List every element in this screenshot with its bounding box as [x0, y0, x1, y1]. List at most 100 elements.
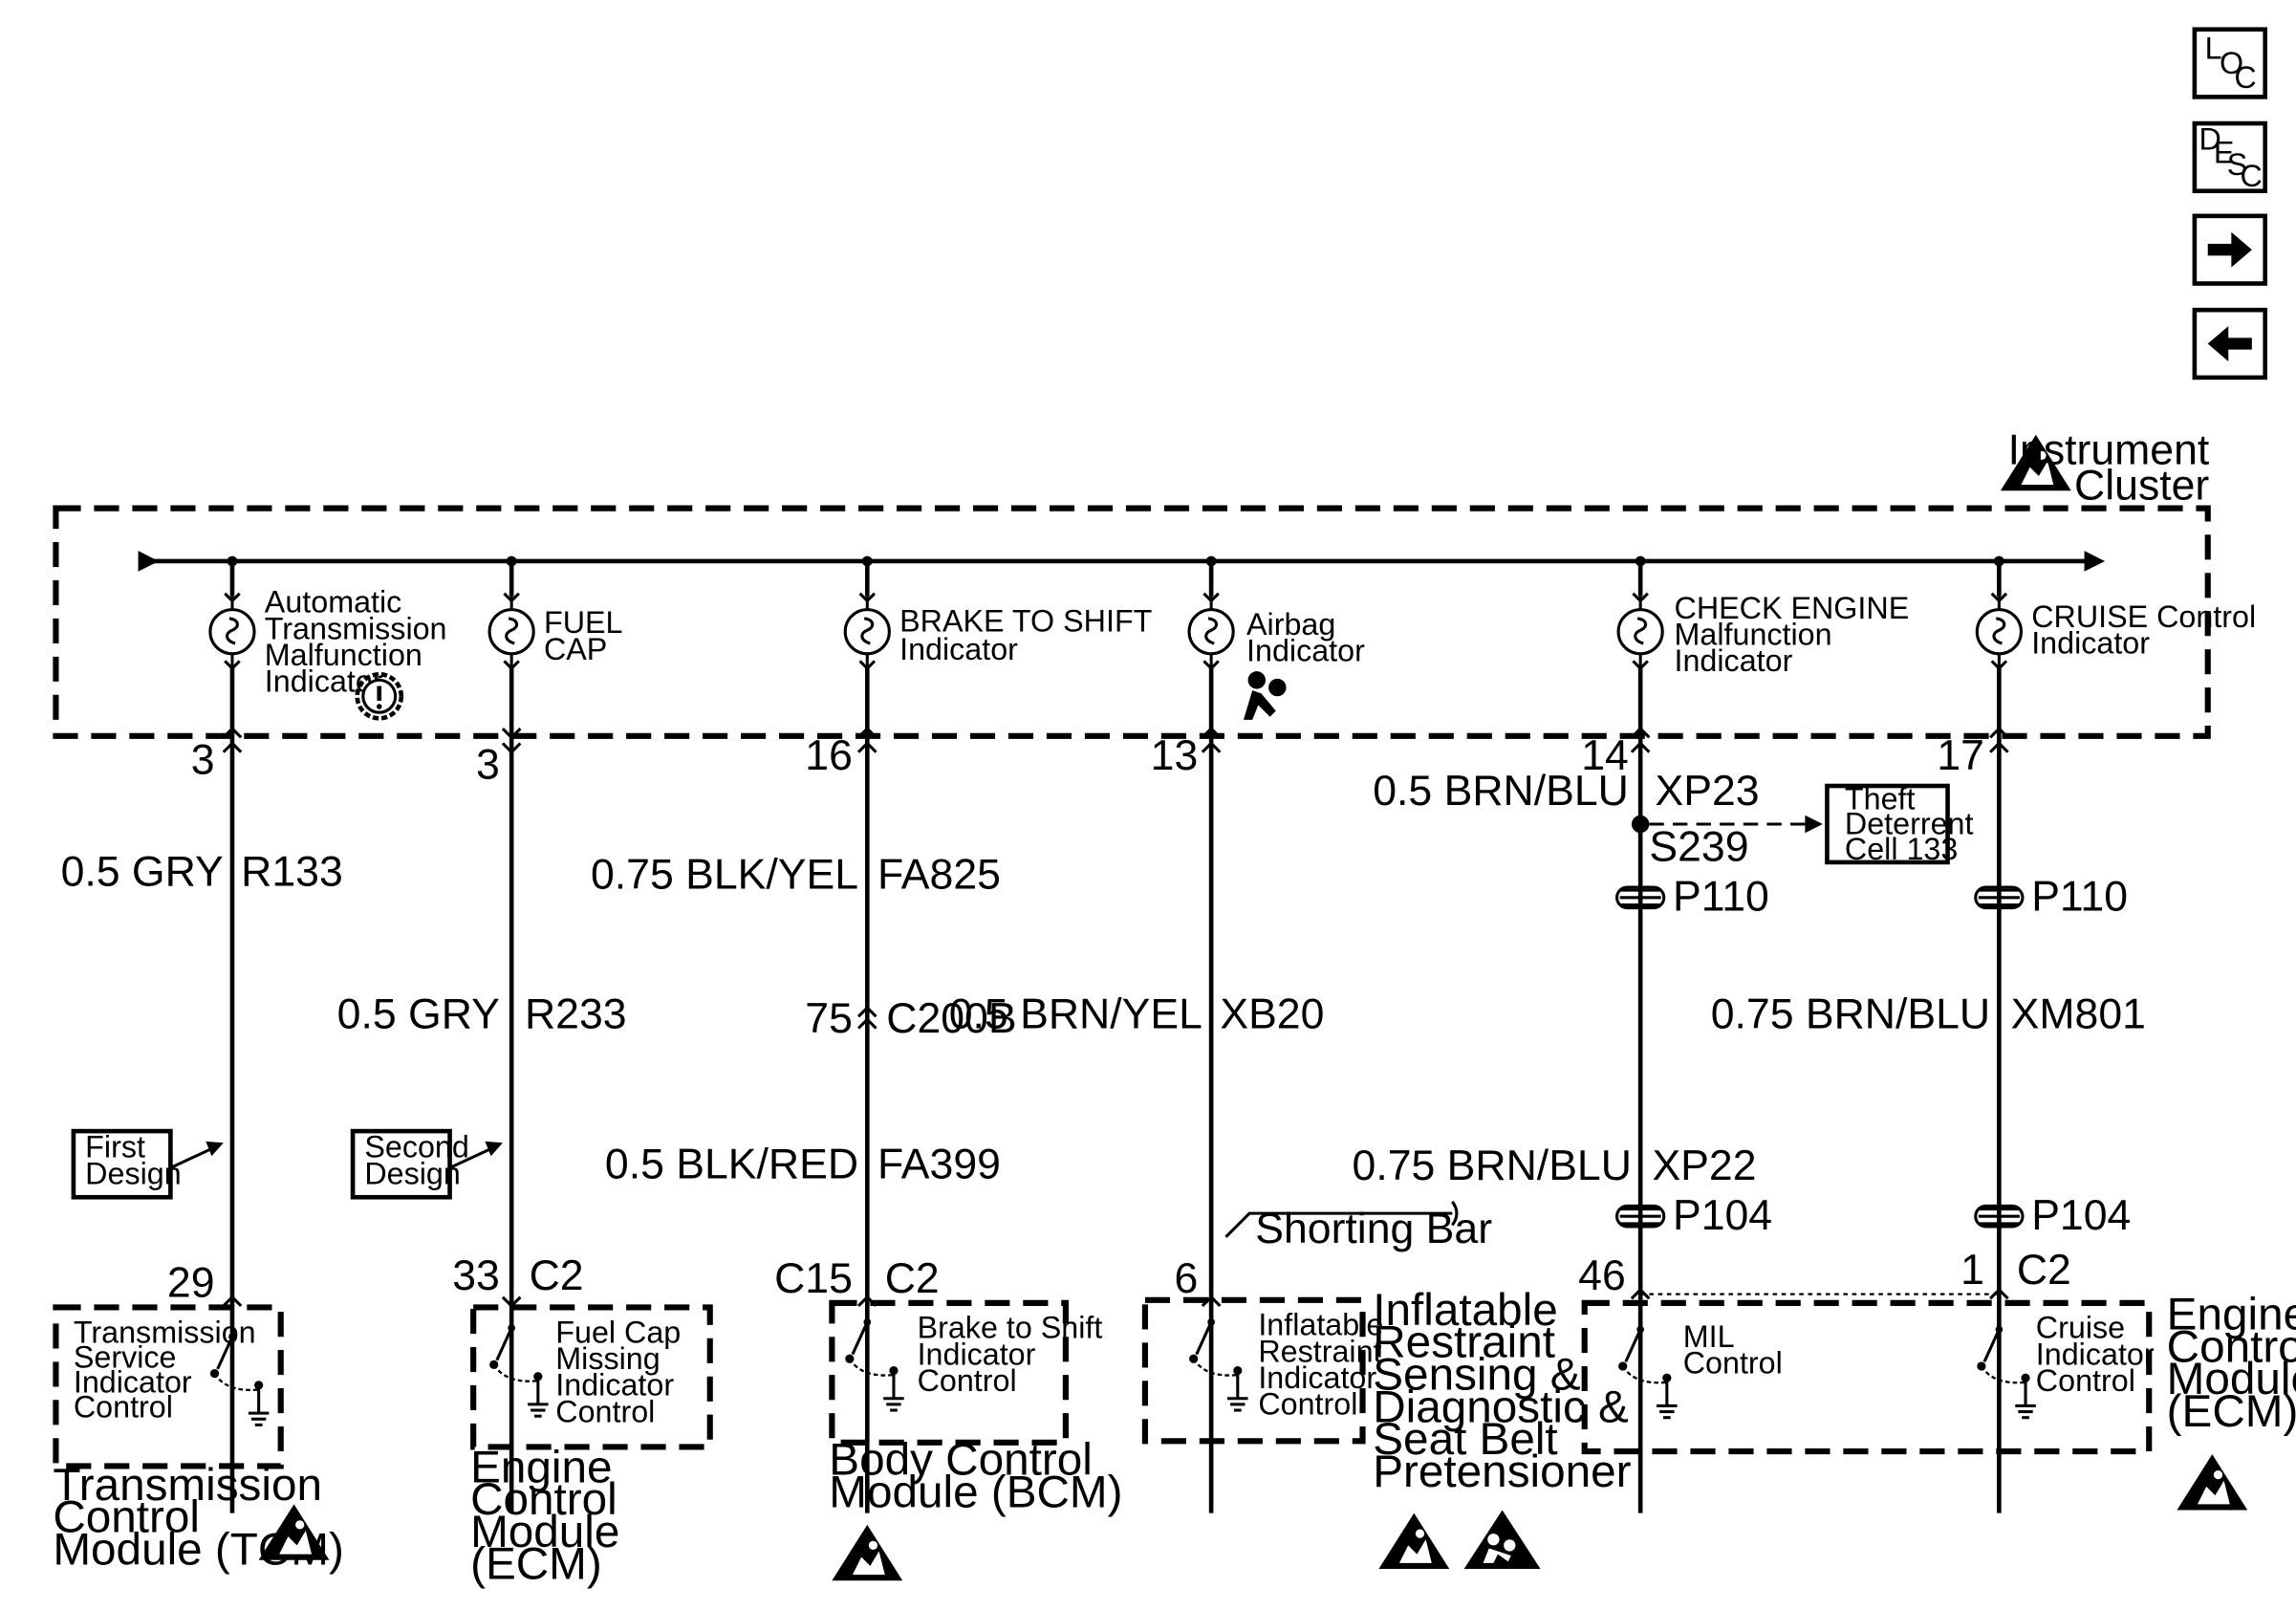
module-label: Restraint — [1373, 1317, 1555, 1368]
cruise-switch-icon — [1975, 1324, 2038, 1420]
wire-color-label: 0.5 BRN/BLU — [1373, 768, 1629, 815]
splice-label: S239 — [1649, 823, 1748, 870]
instrument-cluster-box — [53, 505, 2211, 739]
control-label: Control — [555, 1394, 655, 1428]
prev-button[interactable] — [2192, 307, 2268, 381]
wire-color-label: 0.5 BRN/YEL — [949, 991, 1202, 1038]
shorting-bar — [1224, 1200, 1459, 1238]
wire-color-label: 0.5 BLK/RED — [605, 1141, 858, 1187]
instrument-cluster-label-2: Cluster — [2074, 462, 2209, 509]
theft-deterrent-box[interactable]: Theft Deterrent Cell 133 — [1825, 782, 1974, 866]
control-label: Brake to Shift — [918, 1311, 1103, 1345]
shorting-bar-label: Shorting Bar — [1255, 1206, 1492, 1252]
control-label: Indicator — [2036, 1337, 2155, 1371]
indicator-label: Airbag — [1246, 607, 1335, 642]
p104-connector-right — [1974, 1204, 2025, 1229]
control-label: MIL — [1683, 1319, 1735, 1354]
control-label: Missing — [555, 1341, 660, 1376]
circuit-label: FA399 — [877, 1141, 1001, 1187]
pin-number: 13 — [1151, 732, 1199, 779]
indicator-label: Indicator — [2031, 626, 2150, 661]
module-label: Control — [53, 1492, 200, 1543]
bcm-module-box — [829, 1299, 1069, 1446]
connector-label: P110 — [1673, 874, 1769, 921]
control-label: Control — [1258, 1387, 1357, 1422]
arrow-right-icon — [2207, 231, 2252, 268]
p104-connector-left — [1615, 1204, 1666, 1229]
circuit-label: FA825 — [877, 852, 1001, 899]
indicator-cruise-control — [1975, 555, 2023, 1513]
control-label: Cruise — [2036, 1311, 2125, 1345]
circuit-label: XB20 — [1220, 991, 1324, 1038]
pin-number: 46 — [1578, 1252, 1626, 1299]
control-label: Control — [1683, 1346, 1783, 1381]
module-label: Control — [470, 1474, 617, 1525]
loc-letter-c: C — [2234, 60, 2256, 95]
sdm-module-box — [1141, 1296, 1366, 1445]
module-label: Body Control — [829, 1435, 1093, 1486]
airbag-warning-icon — [1463, 1510, 1541, 1569]
desc-letter-d: D — [2199, 122, 2221, 157]
theft-deterrent-label: Deterrent — [1845, 807, 1974, 841]
indicator-label: Indicator — [1675, 643, 1793, 678]
pin-number: 29 — [167, 1260, 215, 1307]
control-label: Control — [2036, 1363, 2135, 1398]
splice-s239 — [1631, 815, 1650, 834]
control-label: Restraint — [1258, 1334, 1381, 1368]
desc-letter-e: E — [2214, 136, 2235, 170]
desc-letter-c: C — [2241, 159, 2263, 193]
c200b-connector — [856, 1005, 877, 1030]
pin-number: 6 — [1174, 1255, 1198, 1302]
loc-letter-l: L — [2205, 31, 2222, 65]
arrow-left-icon — [2207, 326, 2252, 361]
loc-button[interactable]: L O C — [2192, 27, 2268, 99]
control-label: Indicator — [555, 1368, 674, 1403]
next-button[interactable] — [2192, 213, 2268, 286]
pin-number: 33 — [452, 1252, 500, 1299]
indicator-label: CHECK ENGINE — [1675, 591, 1910, 625]
indicator-label: Transmission — [265, 611, 447, 645]
pin-number: 3 — [476, 741, 500, 788]
esd-warning-icon — [1378, 1512, 1450, 1569]
control-label: Indicator — [918, 1337, 1036, 1371]
wire-color-label: 0.75 BRN/BLU — [1353, 1142, 1632, 1189]
ecm-module-box — [1581, 1299, 2153, 1455]
control-label: Indicator — [74, 1365, 192, 1400]
circuit-label: R133 — [241, 849, 343, 896]
theft-deterrent-label: Theft — [1845, 782, 1916, 816]
inflatable-restraint-switch-icon — [1187, 1316, 1250, 1412]
module-label: Seat Belt — [1373, 1414, 1557, 1465]
circuit-label: R233 — [525, 991, 627, 1038]
desc-button[interactable]: D E S C — [2192, 120, 2268, 193]
airbag-icon — [1243, 671, 1287, 720]
module-label: Module — [470, 1507, 619, 1557]
control-label: Transmission — [74, 1315, 256, 1349]
module-label: Engine — [2167, 1290, 2296, 1340]
indicator-label: Indicator — [1246, 633, 1365, 667]
control-label: Fuel Cap — [555, 1315, 681, 1349]
indicator-label: FUEL — [544, 605, 623, 640]
module-label: Module — [2167, 1354, 2296, 1404]
module-label: Sensing & — [1373, 1350, 1580, 1401]
control-label: Service — [74, 1339, 177, 1374]
ecm-fuel-module-box — [470, 1304, 713, 1450]
wire-color-label: 0.75 BLK/YEL — [591, 852, 858, 899]
design-note-label: First — [85, 1130, 145, 1164]
theft-deterrent-arrow — [1805, 815, 1823, 834]
module-label: Module (BCM) — [829, 1467, 1122, 1517]
indicator-label: BRAKE TO SHIFT — [899, 604, 1152, 639]
pin-number: 14 — [1581, 732, 1629, 779]
connector-label: C200B — [886, 995, 1016, 1042]
desc-letter-s: S — [2227, 147, 2248, 182]
pin-number: 75 — [805, 995, 853, 1042]
module-label: Pretensioner — [1373, 1447, 1631, 1497]
pin-number: 17 — [1937, 732, 1984, 779]
module-label: Inflatable — [1373, 1285, 1557, 1336]
connector-label: C2 — [530, 1252, 584, 1299]
control-label: Inflatable — [1258, 1308, 1383, 1342]
indicator-label: Malfunction — [265, 638, 422, 672]
bus-end-arrow — [2084, 551, 2106, 572]
wire-color-label: 0.5 GRY — [61, 849, 224, 896]
brake-to-shift-switch-icon — [843, 1316, 906, 1412]
